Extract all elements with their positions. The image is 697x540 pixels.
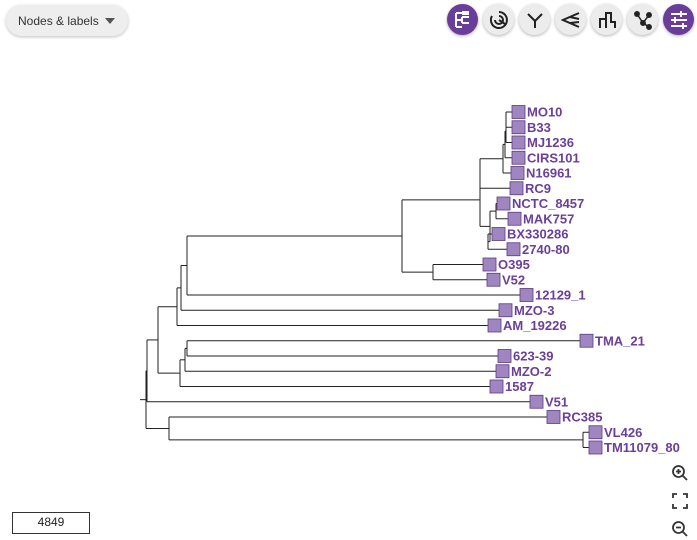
leaf-label[interactable]: N16961	[526, 166, 572, 181]
leaf-label[interactable]: NCTC_8457	[512, 196, 584, 211]
settings-sliders-icon	[670, 10, 687, 29]
leaf-label[interactable]: 2740-80	[522, 242, 570, 257]
nodes-labels-dropdown[interactable]: Nodes & labels	[6, 5, 128, 36]
leaf-label[interactable]: 12129_1	[535, 288, 586, 303]
leaf-label[interactable]: TM11079_80	[604, 440, 680, 455]
fit-to-screen-icon	[672, 493, 688, 509]
caret-down-icon	[105, 18, 115, 24]
leaf-label[interactable]: MZO-3	[514, 303, 554, 318]
leaf-node[interactable]	[588, 440, 603, 455]
rectangular-tree-icon	[454, 10, 469, 28]
scale-value: 4849	[37, 515, 65, 529]
circular-tree-button[interactable]	[483, 4, 514, 35]
network-tree-button[interactable]	[627, 4, 658, 35]
leaf-node[interactable]	[507, 211, 522, 226]
leaf-label[interactable]: 623-39	[513, 349, 553, 364]
leaf-node[interactable]	[529, 394, 544, 409]
leaf-node[interactable]	[491, 227, 506, 241]
leaf-node[interactable]	[579, 333, 594, 348]
leaf-label[interactable]: AM_19226	[503, 318, 567, 333]
hierarchical-tree-button[interactable]	[591, 4, 622, 35]
leaf-label[interactable]: CIRS101	[527, 150, 580, 165]
fit-to-screen-button[interactable]	[669, 490, 691, 512]
leaf-node[interactable]	[588, 425, 603, 440]
rectangular-tree-button[interactable]	[447, 4, 478, 35]
leaf-label[interactable]: RC9	[525, 181, 551, 196]
tree-branches	[140, 111, 589, 448]
leaf-label[interactable]: V51	[545, 394, 568, 409]
leaf-label[interactable]: O395	[498, 257, 530, 272]
leaf-label[interactable]: B33	[527, 120, 551, 135]
leaf-node[interactable]	[509, 181, 524, 196]
leaf-node[interactable]	[511, 150, 526, 165]
diagonal-tree-icon	[560, 11, 579, 28]
zoom-out-icon	[672, 521, 688, 537]
zoom-in-icon	[672, 465, 688, 481]
leaf-node[interactable]	[506, 242, 521, 257]
settings-button[interactable]	[663, 4, 694, 35]
tree-leaves: MO10B33MJ1236CIRS101N16961RC9NCTC_8457MA…	[482, 105, 680, 455]
leaf-node[interactable]	[496, 196, 511, 211]
leaf-label[interactable]: VL426	[604, 425, 642, 440]
leaf-node[interactable]	[487, 318, 502, 333]
leaf-label[interactable]: 1587	[505, 379, 534, 394]
leaf-label[interactable]: TMA_21	[595, 333, 645, 348]
radial-tree-button[interactable]	[519, 4, 550, 35]
leaf-node[interactable]	[482, 257, 497, 272]
toolbar	[447, 4, 694, 35]
leaf-label[interactable]: BX330286	[507, 227, 568, 242]
leaf-node[interactable]	[546, 410, 561, 424]
leaf-label[interactable]: RC385	[562, 410, 602, 425]
dropdown-label: Nodes & labels	[18, 13, 99, 28]
leaf-node[interactable]	[495, 364, 510, 379]
leaf-label[interactable]: MZO-2	[511, 364, 551, 379]
leaf-node[interactable]	[510, 166, 525, 180]
leaf-node[interactable]	[486, 272, 501, 287]
leaf-node[interactable]	[497, 349, 512, 363]
radial-tree-icon	[526, 12, 543, 28]
hierarchical-tree-icon	[598, 11, 616, 28]
zoom-in-button[interactable]	[669, 462, 691, 484]
scale-bar: 4849	[12, 512, 90, 534]
leaf-node[interactable]	[511, 105, 526, 119]
circular-tree-icon	[489, 10, 508, 29]
leaf-label[interactable]: V52	[502, 272, 525, 287]
leaf-node[interactable]	[519, 288, 534, 302]
leaf-node[interactable]	[489, 379, 504, 394]
leaf-label[interactable]: MAK757	[523, 211, 574, 226]
leaf-label[interactable]: MJ1236	[527, 135, 574, 150]
leaf-node[interactable]	[511, 135, 526, 150]
network-tree-icon	[633, 10, 652, 30]
leaf-label[interactable]: MO10	[527, 105, 562, 120]
leaf-node[interactable]	[511, 120, 526, 135]
zoom-controls	[669, 462, 691, 540]
leaf-node[interactable]	[498, 303, 513, 318]
zoom-out-button[interactable]	[669, 518, 691, 540]
diagonal-tree-button[interactable]	[555, 4, 586, 35]
